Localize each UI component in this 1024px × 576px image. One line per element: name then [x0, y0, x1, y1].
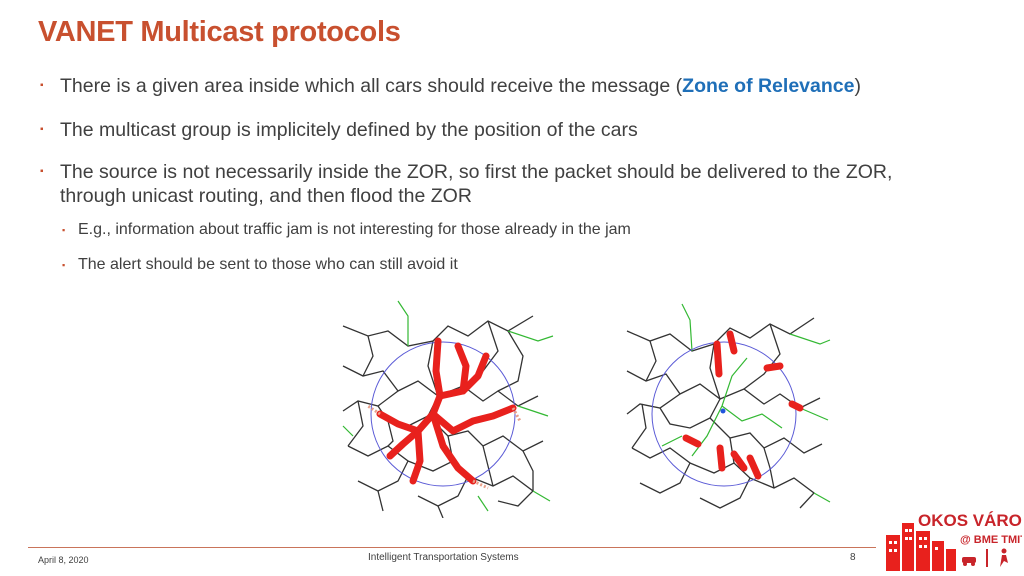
page-number: 8	[850, 552, 856, 563]
subbullet-text: The alert should be sent to those who ca…	[78, 256, 458, 273]
bullet-marker: ▪	[40, 124, 44, 135]
footer-divider	[28, 547, 876, 548]
zone-of-relevance-term: Zone of Relevance	[682, 75, 855, 97]
footer-title: Intelligent Transportation Systems	[368, 552, 519, 563]
bullet-text: The multicast group is implicitely defin…	[60, 119, 638, 141]
bullet-marker: ▪	[40, 166, 44, 177]
logo-text-main: OKOS VÁROS	[918, 511, 1022, 530]
bullet-text-end: )	[854, 75, 861, 97]
bullet-text-line1: The source is not necessarily inside the…	[60, 161, 893, 183]
bullet-text-line2: through unicast routing, and then flood …	[60, 185, 472, 207]
footer-date: April 8, 2020	[38, 555, 89, 565]
logo-text-sub: @ BME TMIT	[960, 534, 1022, 546]
zor-flooding-figure	[342, 300, 554, 518]
okos-varos-logo: OKOS VÁROS @ BME TMIT	[886, 511, 1022, 571]
slide-title: VANET Multicast protocols	[38, 16, 401, 48]
subbullet-marker: ▪	[62, 225, 66, 235]
bullet-marker: ▪	[40, 80, 44, 91]
bullet-text: There is a given area inside which all c…	[60, 75, 683, 97]
zor-unicast-figure	[626, 303, 831, 509]
subbullet-marker: ▪	[62, 260, 66, 270]
subbullet-text: E.g., information about traffic jam is n…	[78, 221, 631, 238]
